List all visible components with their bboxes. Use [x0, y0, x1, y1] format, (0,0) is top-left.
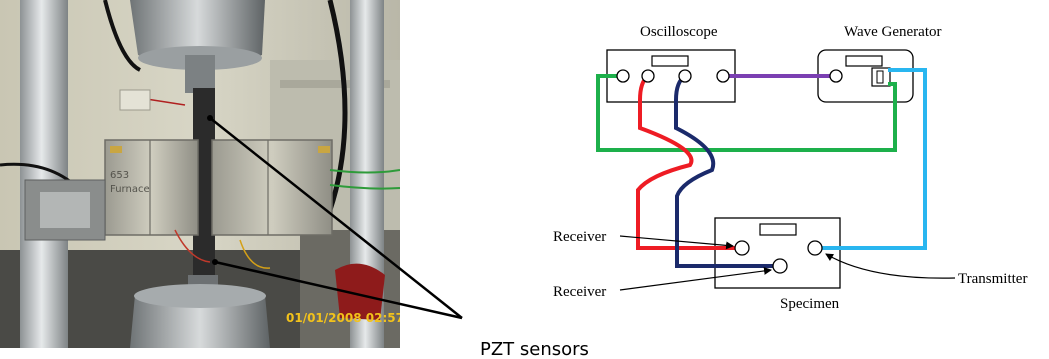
wave-generator-trigger-connector: [829, 69, 843, 83]
specimen-transmitter-connector: [807, 240, 823, 256]
oscilloscope-ch1-connector: [641, 69, 655, 83]
receiver-label-lower: Receiver: [553, 284, 606, 300]
furnace-word-text: Furnace: [110, 184, 150, 195]
oscilloscope-ground-connector: [616, 69, 630, 83]
pzt-sensors-caption: PZT sensors: [480, 339, 589, 359]
receiver-label-upper: Receiver: [553, 229, 606, 245]
oscilloscope-ch2-connector: [678, 69, 692, 83]
furnace-left-half: [104, 139, 199, 236]
oscilloscope-label: Oscilloscope: [640, 24, 718, 40]
specimen-display: [759, 223, 797, 236]
furnace-model-text: 653: [110, 170, 129, 181]
wave-generator-label: Wave Generator: [844, 24, 942, 40]
green-ground-wire: [596, 74, 897, 152]
red-receiver-wire: [636, 74, 742, 250]
navy-receiver-wire: [674, 74, 780, 268]
oscilloscope-trigger-connector: [716, 69, 730, 83]
pzt-pointer-lower: [214, 260, 463, 320]
oscilloscope-display: [651, 55, 689, 67]
wave-generator-display: [845, 55, 883, 67]
photo-timestamp: 01/01/2008 02:57: [286, 311, 400, 325]
cyan-transmitter-wire: [822, 68, 927, 250]
specimen-receiver-connector-2: [772, 258, 788, 274]
specimen-receiver-connector-1: [734, 240, 750, 256]
furnace-right-half: [211, 139, 333, 236]
transmitter-arrow: [825, 253, 956, 279]
receiver-arrow-upper: [619, 235, 734, 250]
transmitter-label: Transmitter: [958, 271, 1027, 287]
pzt-pointer-upper: [209, 117, 463, 319]
test-rig-photo: 653 Furnace 01/01/2008 02:57: [0, 0, 400, 348]
specimen-label: Specimen: [780, 296, 840, 312]
receiver-arrow-lower: [619, 266, 772, 291]
